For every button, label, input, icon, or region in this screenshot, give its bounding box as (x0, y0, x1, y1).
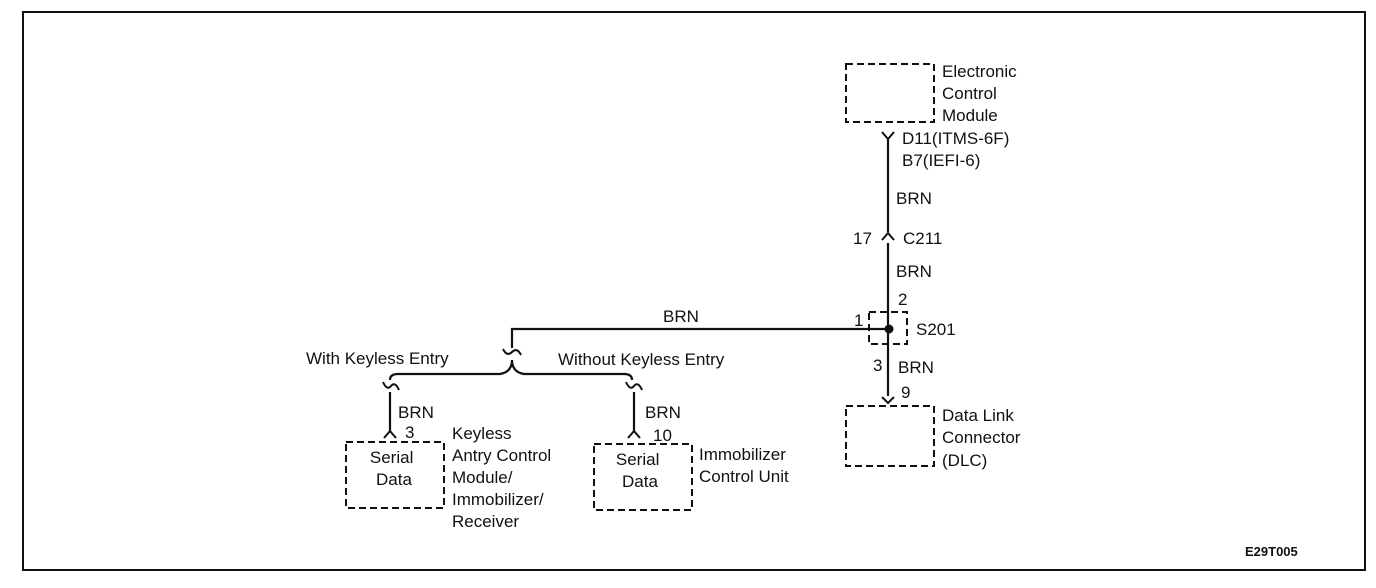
splice-pin-left: 1 (854, 311, 863, 330)
dlc-pin: 9 (901, 383, 910, 402)
wire-mid-color: BRN (896, 262, 932, 281)
splice-pin-top: 2 (898, 290, 907, 309)
keyless-module-box (345, 441, 445, 509)
keyless-wire-color: BRN (398, 403, 434, 422)
keyless-module-label: Keyless Antry Control Module/ Immobilize… (452, 424, 556, 531)
keyless-pin: 3 (405, 423, 414, 442)
wire-branch (510, 327, 885, 348)
option-bracket-left (388, 359, 514, 381)
ecm-connector-icon (881, 131, 895, 141)
wire-branch-color: BRN (663, 307, 699, 326)
option-bracket-right (510, 359, 634, 381)
option-break-icon (502, 348, 522, 356)
dlc-box (845, 405, 935, 467)
keyless-connector-icon (383, 429, 397, 439)
ecm-pin-line1: D11(ITMS-6F) (902, 129, 1009, 148)
c211-connector-icon (881, 231, 895, 241)
c211-pin: 17 (853, 229, 872, 248)
dlc-connector-icon (881, 396, 895, 405)
left-option-break-icon (382, 381, 400, 391)
immobilizer-box (593, 443, 693, 511)
splice-name: S201 (916, 320, 956, 339)
wire-lower-color: BRN (898, 358, 934, 377)
immobilizer-pin: 10 (653, 426, 672, 445)
immobilizer-label: Immobilizer Control Unit (699, 445, 791, 486)
c211-name: C211 (903, 229, 942, 248)
ecm-box (845, 63, 935, 123)
wire-upper-color: BRN (896, 189, 932, 208)
diagram-frame (22, 11, 1366, 571)
dlc-label: Data Link Connector (DLC) (942, 406, 1025, 470)
immobilizer-wire-color: BRN (645, 403, 681, 422)
right-option-break-icon (625, 381, 643, 391)
splice-pin-bottom: 3 (873, 356, 882, 375)
figure-code: E29T005 (1245, 544, 1298, 559)
keyless-box-text: Serial Data (370, 448, 418, 489)
immobilizer-box-text: Serial Data (616, 450, 664, 491)
ecm-label: Electronic Control Module (942, 62, 1021, 125)
option-left-label: With Keyless Entry (306, 349, 449, 368)
ecm-pin-line2: B7(IEFI-6) (902, 151, 980, 170)
option-right-label: Without Keyless Entry (558, 350, 725, 369)
immobilizer-connector-icon (627, 429, 641, 439)
